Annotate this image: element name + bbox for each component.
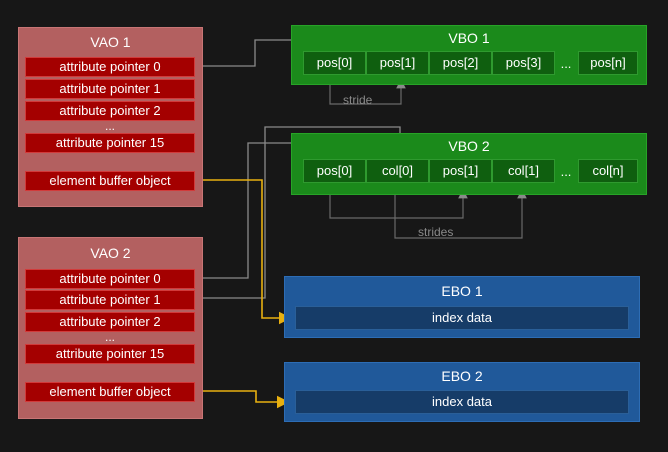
vao2-box: VAO 2 attribute pointer 0 attribute poin… (18, 237, 203, 419)
vbo2-stride-bracket-pos (329, 188, 468, 219)
vao1-attribute-pointer-1: attribute pointer 1 (25, 79, 195, 99)
vbo2-stride-bracket-col (394, 188, 527, 239)
vbo1-cell: pos[1] (366, 51, 429, 75)
vbo2-box: VBO 2 pos[0] col[0] pos[1] col[1] ... co… (291, 133, 647, 195)
vbo2-cell: pos[1] (429, 159, 492, 183)
vbo2-title: VBO 2 (448, 138, 490, 154)
vbo1-box: VBO 1 pos[0] pos[1] pos[2] pos[3] ... po… (291, 25, 647, 85)
vbo1-cell: pos[0] (303, 51, 366, 75)
vao1-attribute-pointer-0: attribute pointer 0 (25, 57, 195, 77)
vbo1-stride-label: stride (343, 93, 373, 107)
vao1-box: VAO 1 attribute pointer 0 attribute poin… (18, 27, 203, 207)
vbo1-cell: pos[2] (429, 51, 492, 75)
vao2-attribute-pointer-1: attribute pointer 1 (25, 290, 195, 310)
vao2-title: VAO 2 (90, 245, 131, 261)
vbo2-last-cell: col[n] (578, 159, 638, 183)
vao1-ellipsis: ... (104, 119, 115, 133)
vao1-attribute-pointer-15: attribute pointer 15 (25, 133, 195, 153)
ebo2-index-data: index data (295, 390, 629, 414)
vbo1-ellipsis: ... (560, 56, 572, 71)
ebo1-title: EBO 1 (441, 283, 483, 299)
vbo2-ellipsis: ... (560, 164, 572, 179)
vao2-ebo-to-ebo2-line (197, 390, 290, 409)
vao2-element-buffer-object: element buffer object (25, 382, 195, 402)
vbo1-stride-bracket (329, 78, 406, 105)
vao1-attribute-pointer-2: attribute pointer 2 (25, 101, 195, 121)
vao2-attribute-pointer-0: attribute pointer 0 (25, 269, 195, 289)
vao2-ellipsis: ... (104, 330, 115, 344)
vbo1-last-cell: pos[n] (578, 51, 638, 75)
vbo2-cell: pos[0] (303, 159, 366, 183)
vbo1-title: VBO 1 (448, 30, 490, 46)
vao1-element-buffer-object: element buffer object (25, 171, 195, 191)
vao2-attribute-pointer-15: attribute pointer 15 (25, 344, 195, 364)
vbo1-cell: pos[3] (492, 51, 555, 75)
vbo2-strides-label: strides (418, 225, 454, 239)
ebo1-index-data: index data (295, 306, 629, 330)
ebo2-box: EBO 2 index data (284, 362, 640, 422)
vbo2-cell: col[1] (492, 159, 555, 183)
vbo2-cell: col[0] (366, 159, 429, 183)
vao2-attribute-pointer-2: attribute pointer 2 (25, 312, 195, 332)
ebo2-title: EBO 2 (441, 368, 483, 384)
ebo1-box: EBO 1 index data (284, 276, 640, 338)
vao1-title: VAO 1 (90, 34, 131, 50)
vao1-ebo-to-ebo1-line (197, 179, 292, 325)
